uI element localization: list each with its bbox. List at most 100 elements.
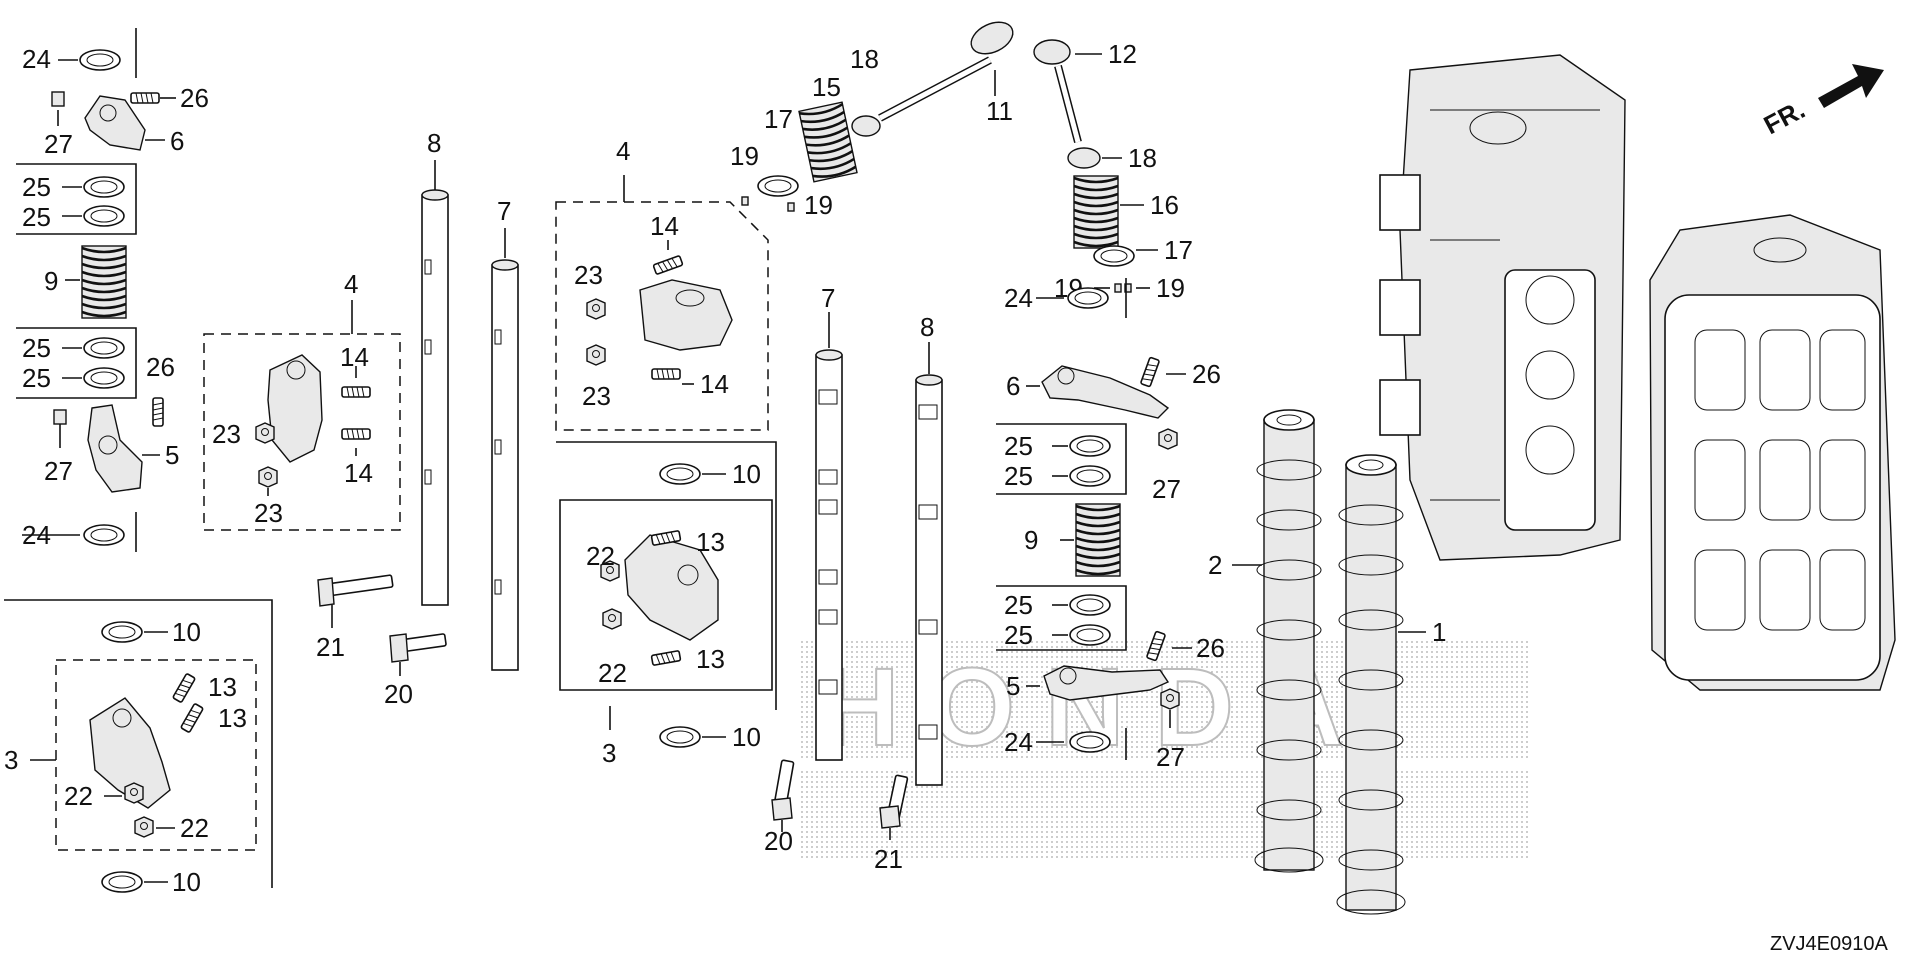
callout-26: 26 xyxy=(146,352,175,382)
rocker-shaft-8-left xyxy=(421,194,449,606)
callout-3: 3 xyxy=(602,738,616,768)
valve-train-right: 12 18 16 17 19 19 xyxy=(1033,39,1193,303)
right-small-column: 24 6 26 27 25 25 9 25 25 26 5 xyxy=(996,278,1225,772)
callout-14: 14 xyxy=(340,342,369,372)
callout-21: 21 xyxy=(316,632,345,662)
callout-10: 10 xyxy=(732,722,761,752)
callout-21: 21 xyxy=(874,844,903,874)
callout-10: 10 xyxy=(172,867,201,897)
rocker-shaft-7-middle xyxy=(815,354,843,761)
callout-10: 10 xyxy=(732,459,761,489)
callout-8: 8 xyxy=(920,312,934,342)
callout-27: 27 xyxy=(1156,742,1185,772)
callout-17: 17 xyxy=(764,104,793,134)
callout-13: 13 xyxy=(696,644,725,674)
callout-14: 14 xyxy=(650,211,679,241)
callout-9: 9 xyxy=(1024,525,1038,555)
callout-14: 14 xyxy=(344,458,373,488)
callout-25: 25 xyxy=(22,333,51,363)
callout-24: 24 xyxy=(1004,727,1033,757)
callout-24: 24 xyxy=(22,44,51,74)
callout-6: 6 xyxy=(170,126,184,156)
callout-25: 25 xyxy=(22,172,51,202)
callout-27: 27 xyxy=(1152,474,1181,504)
callout-13: 13 xyxy=(696,527,725,557)
callout-8: 8 xyxy=(427,128,441,158)
callout-4: 4 xyxy=(616,136,630,166)
rocker-arm-6-left xyxy=(84,95,146,151)
rocker-arm-5-right xyxy=(1043,665,1170,701)
callout-13: 13 xyxy=(218,703,247,733)
callout-15: 15 xyxy=(812,72,841,102)
callout-27: 27 xyxy=(44,129,73,159)
front-direction-marker: FR. xyxy=(1759,64,1884,140)
callout-26: 26 xyxy=(1192,359,1221,389)
callout-14: 14 xyxy=(700,369,729,399)
callout-3: 3 xyxy=(4,745,18,775)
camshaft-1 xyxy=(1336,454,1406,915)
callout-17: 17 xyxy=(1164,235,1193,265)
bolts-left: 21 20 xyxy=(316,574,447,709)
rocker-shaft-7-left xyxy=(491,264,519,671)
callout-27: 27 xyxy=(44,456,73,486)
front-label: FR. xyxy=(1759,94,1810,140)
callout-16: 16 xyxy=(1150,190,1179,220)
callout-23: 23 xyxy=(574,260,603,290)
rocker-arm-base-3-left xyxy=(89,697,171,809)
callout-11: 11 xyxy=(986,96,1013,126)
callout-25: 25 xyxy=(22,202,51,232)
callout-23: 23 xyxy=(254,498,283,528)
honda-marine-watermark: HONDA xyxy=(800,640,1530,860)
callout-24: 24 xyxy=(22,520,51,550)
callout-4: 4 xyxy=(344,269,358,299)
callout-12: 12 xyxy=(1108,39,1137,69)
rocker-arm-pair-4-middle xyxy=(639,279,733,351)
bolts-middle: 20 21 xyxy=(764,759,909,874)
callout-6: 6 xyxy=(1006,371,1020,401)
callout-5: 5 xyxy=(165,440,179,470)
callout-22: 22 xyxy=(180,813,209,843)
callout-2: 2 xyxy=(1208,550,1222,580)
drawing-code: ZVJ4E0910A xyxy=(1770,933,1889,955)
callout-25: 25 xyxy=(1004,461,1033,491)
callout-10: 10 xyxy=(172,617,201,647)
front-arrow-icon xyxy=(1818,64,1884,108)
cylinder-head-lower xyxy=(1649,214,1896,691)
callout-9: 9 xyxy=(44,266,58,296)
callout-20: 20 xyxy=(764,826,793,856)
valve-12 xyxy=(1033,39,1071,65)
callout-19: 19 xyxy=(730,141,759,171)
rocker-shafts-middle: 7 8 xyxy=(815,283,943,786)
camshaft-2 xyxy=(1254,409,1324,873)
cylinder-head-upper xyxy=(1379,54,1626,561)
left-column-group: 24 27 26 6 25 25 9 25 25 26 27 xyxy=(16,28,209,552)
assembly-3-left: 10 3 13 13 22 22 10 xyxy=(4,599,273,897)
callout-1: 1 xyxy=(1432,617,1446,647)
rocker-shaft-8-middle xyxy=(915,379,943,786)
callout-19: 19 xyxy=(804,190,833,220)
callout-25: 25 xyxy=(1004,620,1033,650)
callout-18: 18 xyxy=(850,44,879,74)
valve-train-middle: 19 19 17 15 18 11 xyxy=(730,21,1014,220)
callout-22: 22 xyxy=(598,658,627,688)
callout-13: 13 xyxy=(208,672,237,702)
rocker-arm-pair-4-left xyxy=(267,354,323,463)
callout-19: 19 xyxy=(1156,273,1185,303)
callout-25: 25 xyxy=(1004,431,1033,461)
callout-23: 23 xyxy=(582,381,611,411)
callout-26: 26 xyxy=(180,83,209,113)
rocker-arm-5-left xyxy=(87,404,143,493)
callout-23: 23 xyxy=(212,419,241,449)
callout-20: 20 xyxy=(384,679,413,709)
callout-25: 25 xyxy=(22,363,51,393)
callout-26: 26 xyxy=(1196,633,1225,663)
callout-7: 7 xyxy=(497,196,511,226)
camshafts: 2 1 xyxy=(1208,409,1446,915)
callout-22: 22 xyxy=(586,541,615,571)
rocker-shafts-left: 8 7 xyxy=(421,128,519,671)
callout-5: 5 xyxy=(1006,671,1020,701)
callout-7: 7 xyxy=(821,283,835,313)
callout-25: 25 xyxy=(1004,590,1033,620)
callout-22: 22 xyxy=(64,781,93,811)
